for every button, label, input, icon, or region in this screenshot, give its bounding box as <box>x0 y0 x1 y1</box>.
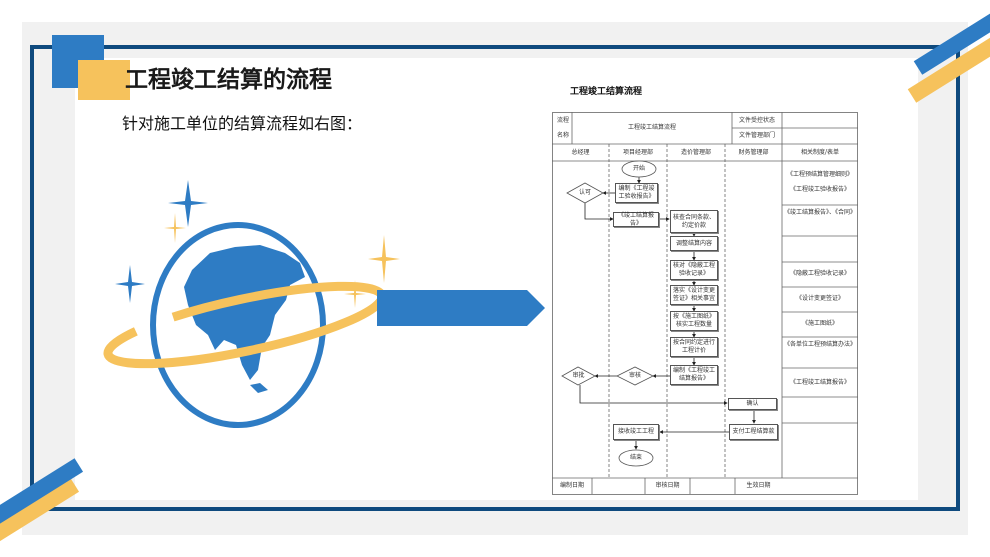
status-label: 文件受控状态 <box>738 117 775 124</box>
form-item: 《工程预结算管理细则》 <box>786 171 853 178</box>
start-node: 开始 <box>632 165 645 172</box>
footer-label: 生效日期 <box>746 482 771 489</box>
flow-name: 工程竣工结算流程 <box>627 124 676 131</box>
process-box: 按合同约定进行工程计价 <box>670 337 718 357</box>
decision-node: 审核 <box>628 372 641 379</box>
form-item: 《施工图纸》 <box>801 320 838 327</box>
process-box: 接收竣工工程 <box>613 424 659 440</box>
form-item: 《工程竣工结算报告》 <box>789 379 850 386</box>
flowchart-lines <box>552 112 858 495</box>
process-box: 核对《隐蔽工程验收记录》 <box>670 260 718 280</box>
form-item: 《工程竣工验收报告》 <box>789 186 850 193</box>
sparkle-icon <box>115 180 208 303</box>
process-box: 确认 <box>728 398 777 410</box>
process-box: 核查合同条款、约定价款 <box>670 210 718 233</box>
column-header: 项目经理部 <box>622 149 653 156</box>
arrow-right-icon <box>377 290 545 326</box>
end-node: 结束 <box>629 454 642 461</box>
column-header: 财务管理部 <box>738 149 769 156</box>
slide-subtitle: 针对施工单位的结算流程如右图： <box>122 114 363 133</box>
footer-label: 编制日期 <box>559 482 584 489</box>
process-box: 按《施工图纸》核实工程数量 <box>670 311 718 331</box>
decision-node: 认可 <box>578 189 591 196</box>
continent-map <box>184 245 305 393</box>
globe-illustration <box>103 180 400 428</box>
form-item: 《各单位工程预结算办法》 <box>783 341 856 348</box>
column-header: 造价管理部 <box>680 149 711 156</box>
flowchart-title: 工程竣工结算流程 <box>570 87 643 97</box>
header-label: 名称 <box>556 132 569 139</box>
sparkle-icon <box>164 213 400 308</box>
process-box: 调整结算内容 <box>670 236 718 251</box>
header-label: 流程 <box>556 117 569 124</box>
footer-label: 审核日期 <box>655 482 680 489</box>
process-box: 落实《设计变更签证》相关事宜 <box>670 285 718 305</box>
settlement-flowchart: 工程竣工结算流程 <box>552 85 858 495</box>
form-item: 《竣工结算报告》、《合同》 <box>783 209 856 216</box>
title-accent-yellow <box>78 60 130 100</box>
decision-node: 审批 <box>572 372 585 379</box>
process-box: 支付工程结算款 <box>729 424 778 440</box>
form-item: 《隐蔽工程验收记录》 <box>789 270 850 277</box>
process-box: 编制《工程竣工结算报告》 <box>670 365 718 385</box>
process-box: 编制《工程竣工验收报告》 <box>615 183 658 203</box>
slide-title: 工程竣工结算的流程 <box>125 67 332 93</box>
column-header: 相关制度/表单 <box>800 149 840 156</box>
slide-frame <box>30 45 960 511</box>
dept-label: 文件管理部门 <box>738 132 775 139</box>
column-header: 总经理 <box>571 149 590 156</box>
process-box: 《竣工结算报告》 <box>613 212 659 227</box>
form-item: 《设计变更签证》 <box>795 295 844 302</box>
